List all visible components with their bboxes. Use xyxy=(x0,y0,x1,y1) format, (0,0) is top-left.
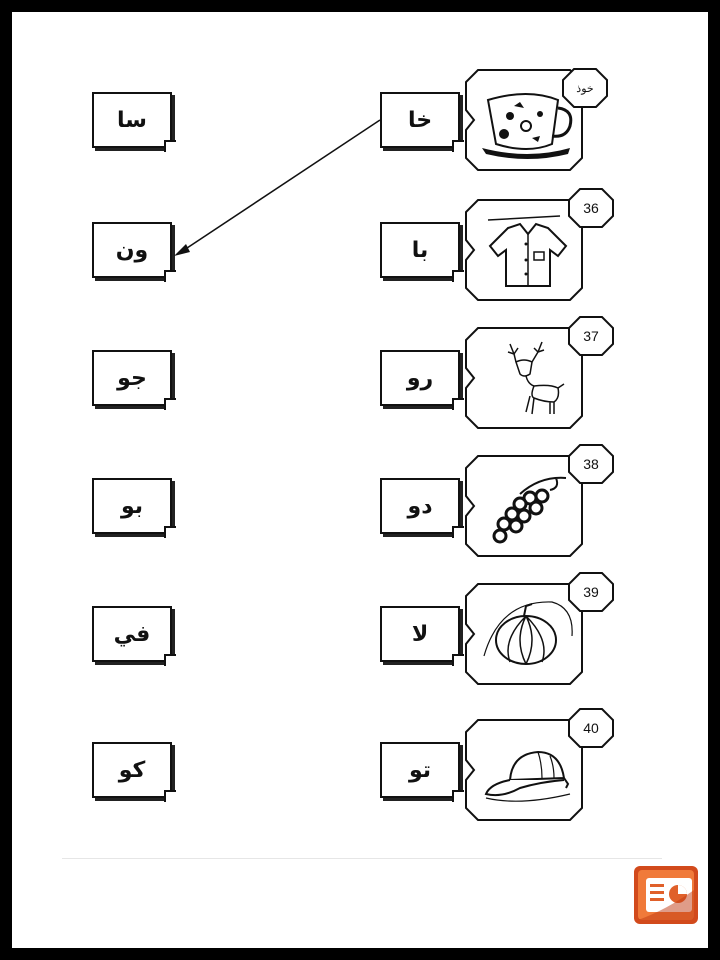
number-text-6: 40 xyxy=(583,720,599,736)
pair-text-6: كو xyxy=(118,757,146,783)
deer-icon xyxy=(507,341,565,415)
pair-text-4: بو xyxy=(120,493,144,519)
pumpkin-icon xyxy=(483,601,573,665)
pair-card-2[interactable]: ون xyxy=(92,222,176,282)
syllable-text-6: تو xyxy=(408,757,432,783)
bottom-rule xyxy=(62,858,662,859)
powerpoint-logo-icon[interactable] xyxy=(632,860,702,928)
pair-card-3[interactable]: جو xyxy=(92,350,176,410)
syllable-card-1[interactable]: خا xyxy=(380,92,464,152)
picture-frame-2 xyxy=(464,198,584,302)
picture-frame-1 xyxy=(464,68,584,172)
syllable-text-2: با xyxy=(411,237,429,263)
number-text-5: 39 xyxy=(583,584,599,600)
syllable-text-1: خا xyxy=(407,107,433,133)
cup-icon xyxy=(482,93,573,159)
pair-card-4[interactable]: بو xyxy=(92,478,176,538)
worksheet-page: سا خا خوذ ون با 36 جو رو xyxy=(12,12,708,948)
number-badge-1: خوذ xyxy=(562,68,608,108)
syllable-card-5[interactable]: لا xyxy=(380,606,464,666)
picture-frame-5 xyxy=(464,582,584,686)
syllable-card-4[interactable]: دو xyxy=(380,478,464,538)
picture-frame-4 xyxy=(464,454,584,558)
cap-icon xyxy=(484,750,571,802)
number-badge-2: 36 xyxy=(568,188,614,228)
syllable-text-4: دو xyxy=(407,493,433,519)
number-badge-3: 37 xyxy=(568,316,614,356)
pair-card-5[interactable]: في xyxy=(92,606,176,666)
syllable-card-3[interactable]: رو xyxy=(380,350,464,410)
number-badge-6: 40 xyxy=(568,708,614,748)
syllable-text-3: رو xyxy=(406,365,434,391)
pair-text-3: جو xyxy=(117,365,147,391)
number-text-1: خوذ xyxy=(576,82,594,95)
pair-card-1[interactable]: سا xyxy=(92,92,176,152)
number-text-4: 38 xyxy=(583,456,599,472)
pair-text-2: ون xyxy=(115,237,149,263)
syllable-text-5: لا xyxy=(411,621,429,647)
number-badge-5: 39 xyxy=(568,572,614,612)
pair-card-6[interactable]: كو xyxy=(92,742,176,802)
number-text-2: 36 xyxy=(583,200,599,216)
pair-text-1: سا xyxy=(117,107,147,133)
grapes-icon xyxy=(492,476,567,544)
number-badge-4: 38 xyxy=(568,444,614,484)
number-text-3: 37 xyxy=(583,328,599,344)
shirt-icon xyxy=(487,215,568,287)
picture-frame-3 xyxy=(464,326,584,430)
pair-text-5: في xyxy=(113,621,151,647)
picture-frame-6 xyxy=(464,718,584,822)
syllable-card-6[interactable]: تو xyxy=(380,742,464,802)
syllable-card-2[interactable]: با xyxy=(380,222,464,282)
